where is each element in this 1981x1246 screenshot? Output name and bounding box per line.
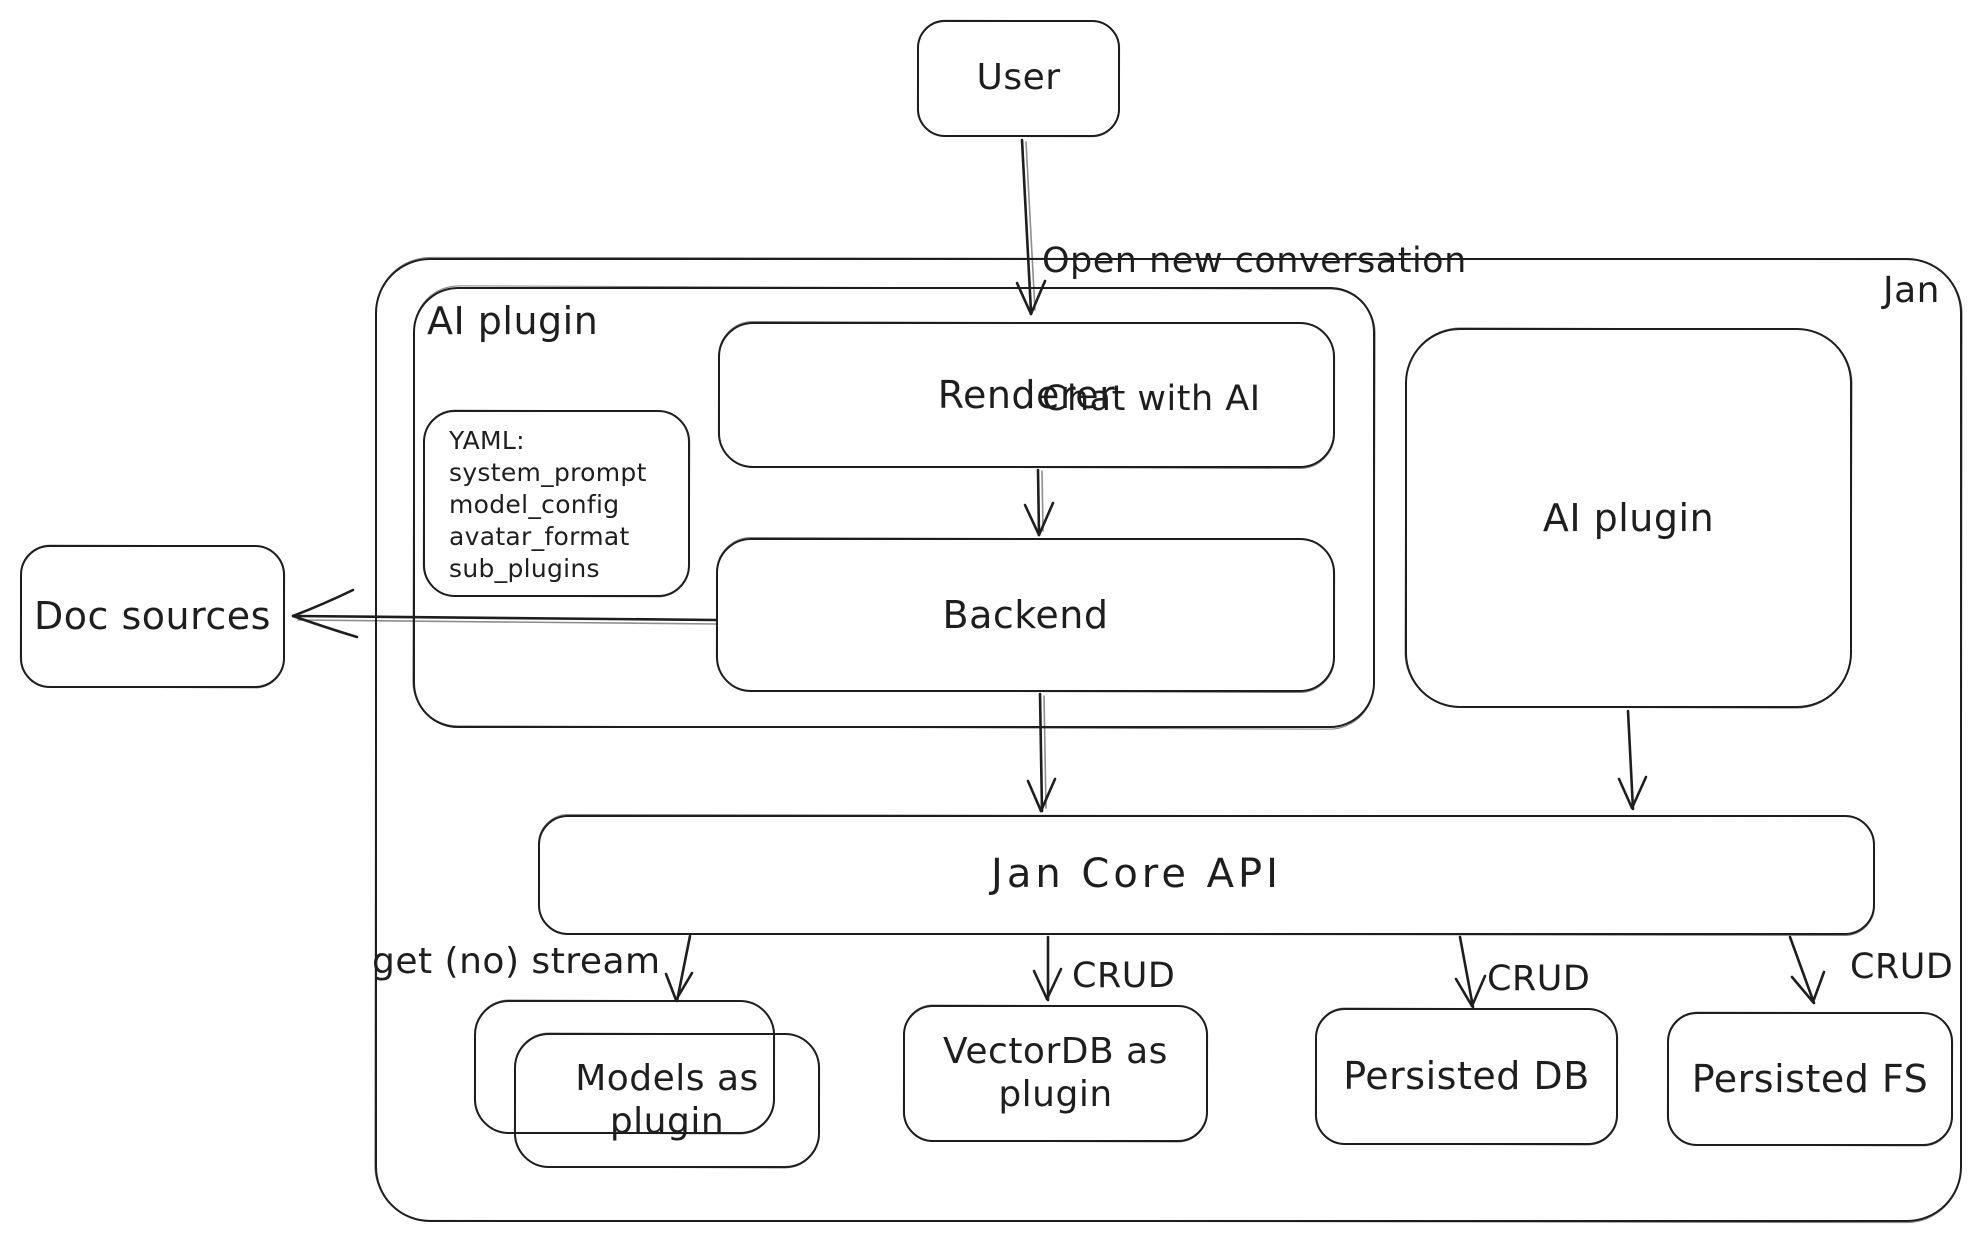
persisted-db-node: Persisted DB — [1315, 1008, 1618, 1145]
persisted-fs-label: Persisted FS — [1691, 1056, 1929, 1101]
yaml-note-item: model_config — [449, 490, 620, 519]
jan-container — [375, 258, 1962, 1222]
ai-plugin-node: AI plugin — [1405, 328, 1852, 708]
backend-node: Backend — [716, 538, 1335, 692]
arrow-backend-to-jan-core-api — [1026, 692, 1057, 813]
renderer-node-label: Renderer — [937, 372, 1116, 417]
yaml-note-item: avatar_format — [449, 522, 630, 551]
yaml-note-box: YAML: system_prompt model_config avatar_… — [423, 410, 690, 597]
arrow-jan-core-api-to-models — [664, 934, 694, 1003]
arrow-jan-core-api-to-vectordb — [1032, 935, 1063, 1002]
persisted-db-label: Persisted DB — [1343, 1054, 1590, 1099]
jan-core-api-node-label: Jan Core API — [991, 851, 1282, 898]
models-as-plugin-line2: plugin — [609, 1100, 725, 1142]
vectordb-as-plugin-node: VectorDB as plugin — [903, 1005, 1208, 1142]
arrow-ai-plugin-to-jan-core-api — [1617, 709, 1648, 811]
arrow-user-to-renderer — [1015, 138, 1047, 316]
models-as-plugin-label: Models as plugin — [575, 1058, 759, 1143]
renderer-node: Renderer — [718, 322, 1335, 468]
models-as-plugin-line1: Models as — [575, 1058, 759, 1100]
persisted-fs-node: Persisted FS — [1667, 1012, 1953, 1146]
arrow-backend-to-doc-sources — [291, 588, 718, 639]
doc-sources-node-label: Doc sources — [34, 594, 271, 639]
arrow-jan-core-api-to-persisted-fs — [1788, 935, 1826, 1005]
arrow-jan-core-api-to-persisted-db — [1454, 935, 1487, 1009]
user-node-label: User — [976, 57, 1061, 99]
yaml-note-title: YAML: — [449, 426, 525, 455]
arrow-renderer-to-backend — [1023, 468, 1055, 537]
models-as-plugin-node: Models as plugin — [514, 1033, 820, 1168]
yaml-note-item: sub_plugins — [449, 554, 600, 583]
vectordb-as-plugin-label: VectorDB as plugin — [943, 1031, 1168, 1116]
yaml-note-item: system_prompt — [449, 458, 647, 487]
ai-plugin-node-label: AI plugin — [1542, 495, 1715, 540]
backend-node-label: Backend — [942, 592, 1109, 637]
user-node: User — [917, 20, 1120, 137]
ai-plugin-container — [413, 287, 1375, 728]
vectordb-as-plugin-line1: VectorDB as — [943, 1031, 1168, 1073]
jan-core-api-node: Jan Core API — [538, 815, 1875, 935]
doc-sources-node: Doc sources — [20, 545, 285, 688]
vectordb-as-plugin-line2: plugin — [998, 1073, 1113, 1115]
